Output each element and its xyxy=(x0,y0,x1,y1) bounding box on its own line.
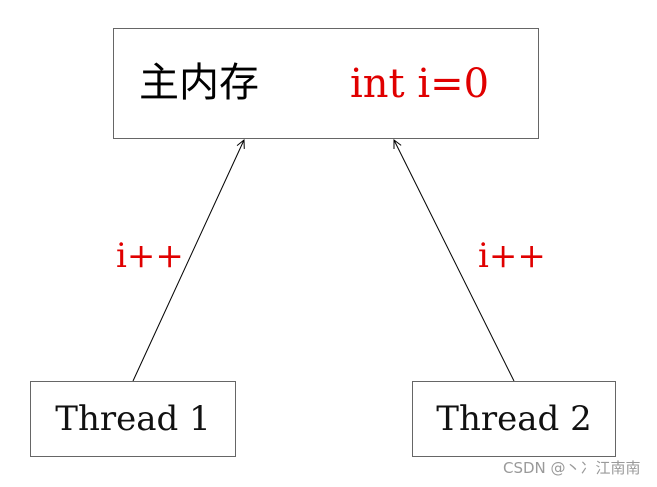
thread-1-arrow xyxy=(132,140,244,382)
main-memory-label: 主内存 xyxy=(139,60,259,106)
thread-1-label: Thread 1 xyxy=(55,399,211,439)
thread-2-box: Thread 2 xyxy=(412,381,616,457)
main-memory-box: 主内存 int i=0 xyxy=(113,28,539,139)
thread-2-operation-label: i++ xyxy=(478,236,546,276)
thread-2-arrow xyxy=(394,140,515,382)
watermark: CSDN @丶冫江南南 xyxy=(503,459,641,477)
main-memory-value: int i=0 xyxy=(350,61,490,107)
thread-1-operation-label: i++ xyxy=(116,236,184,276)
thread-1-box: Thread 1 xyxy=(30,381,236,457)
thread-2-label: Thread 2 xyxy=(436,399,592,439)
